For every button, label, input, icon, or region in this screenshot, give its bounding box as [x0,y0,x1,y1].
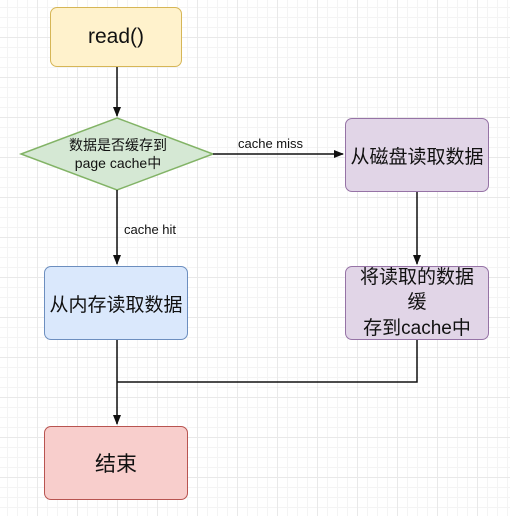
disk-read-label: 从磁盘读取数据 [350,146,484,168]
read-node-label: read() [87,25,145,48]
cache-miss-label: cache miss [238,136,304,151]
disk-read-node[interactable]: 从磁盘读取数据 [345,118,489,192]
read-node[interactable]: read() [50,7,182,67]
save-cache-label: 将读取的数据缓 存到cache中 [359,266,474,339]
memory-read-label: 从内存读取数据 [49,294,183,316]
end-node-label: 结束 [95,453,137,476]
save-cache-node[interactable]: 将读取的数据缓 存到cache中 [345,266,489,340]
memory-read-node[interactable]: 从内存读取数据 [44,266,188,340]
edge-save-to-merge [117,340,418,383]
end-node[interactable]: 结束 [44,426,188,500]
decision-label: 数据是否缓存到 page cache中 [69,137,167,172]
cache-hit-label: cache hit [124,222,177,237]
